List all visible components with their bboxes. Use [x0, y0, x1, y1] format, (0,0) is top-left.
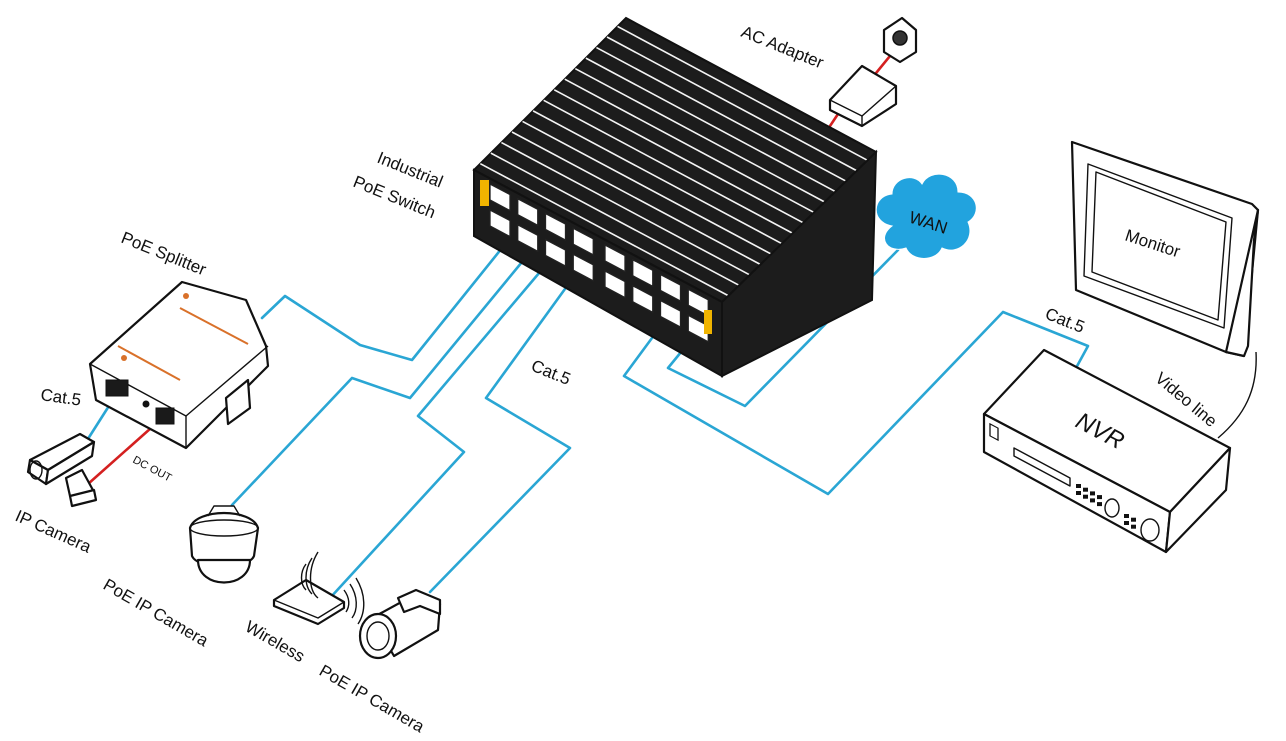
ac-adapter-label: AC Adapter — [739, 22, 827, 72]
rj45-port — [659, 273, 682, 303]
rj45-port — [544, 238, 567, 268]
rj45-port — [517, 223, 539, 253]
nvr-button — [1097, 502, 1102, 507]
switch-fin — [501, 141, 751, 276]
splitter-rj45-port — [105, 379, 129, 397]
rj45-port — [604, 243, 626, 273]
splitter-dc-jack — [142, 400, 150, 408]
cable-bullet-camera — [428, 280, 572, 594]
switch-fin — [479, 162, 729, 297]
ac-adapter-icon — [828, 64, 898, 128]
cat5-nvr-label: Cat.5 — [1043, 304, 1088, 337]
switch-fin — [585, 57, 836, 193]
switch-fin — [564, 78, 815, 214]
splitter-led — [183, 293, 189, 299]
poe-ip-camera-bullet-label: PoE IP Camera — [316, 661, 428, 737]
cables — [84, 40, 1257, 600]
industrial-poe-switch-icon — [472, 16, 878, 378]
nvr-button — [1076, 491, 1081, 495]
rj45-port — [489, 208, 511, 238]
switch-fin — [596, 46, 847, 182]
cable-wan — [666, 248, 900, 408]
rj45-port — [687, 314, 709, 343]
poe-splitter-icon — [88, 280, 270, 450]
rj45-port — [632, 284, 654, 314]
nvr-button — [1083, 487, 1088, 492]
splitter-led — [121, 355, 127, 361]
wireless-label: Wireless — [242, 617, 308, 666]
nvr-button — [1124, 514, 1129, 518]
splitter-accent-line — [117, 345, 181, 381]
switch-fin — [511, 131, 761, 266]
rj45-port — [517, 197, 539, 227]
nvr-button — [1131, 524, 1136, 529]
nvr-button — [1097, 495, 1102, 500]
switch-fin — [543, 99, 793, 234]
ip-camera-label: IP Camera — [12, 506, 94, 557]
splitter-dc-out-port — [155, 407, 175, 425]
cable-dome-camera — [230, 260, 524, 507]
wireless-access-point-icon — [272, 551, 365, 626]
rj45-port — [572, 253, 594, 282]
cable-dc-out — [86, 418, 162, 486]
nvr-button — [1076, 484, 1081, 488]
poe-ip-camera-dome-label: PoE IP Camera — [100, 575, 212, 651]
cloud-icon — [875, 173, 977, 259]
switch-fin — [553, 89, 804, 224]
switch-fins — [479, 25, 868, 297]
rj45-port — [632, 258, 654, 288]
rj45-port — [572, 227, 594, 256]
nvr-button — [1090, 491, 1095, 496]
poe-splitter-label: PoE Splitter — [119, 228, 210, 279]
nvr-button — [1131, 517, 1136, 522]
cable-video-line — [1217, 351, 1257, 439]
switch-brand-mark — [704, 310, 712, 334]
switch-fin — [617, 25, 868, 162]
cable-wireless — [328, 264, 547, 600]
nvr-recorder-icon — [982, 348, 1232, 554]
nvr-button — [1124, 521, 1129, 525]
nvr-buttons — [1076, 484, 1136, 529]
switch-fin — [574, 67, 826, 203]
switch-fin — [490, 152, 740, 287]
cable-splitter — [260, 246, 504, 362]
switch-fin — [532, 110, 783, 245]
cat5-camera-label: Cat.5 — [39, 385, 82, 409]
cat5-center-label: Cat.5 — [529, 356, 574, 389]
rj45-port — [604, 269, 626, 299]
wall-socket-icon — [882, 16, 918, 64]
nvr-button — [1083, 494, 1088, 499]
splitter-accent-line — [179, 307, 249, 345]
dome-camera-icon — [188, 505, 260, 584]
box-camera-icon — [26, 432, 98, 508]
nvr-button — [1090, 498, 1095, 503]
switch-fin — [522, 120, 772, 255]
cable-nvr — [622, 310, 1090, 496]
rj45-port — [659, 299, 682, 329]
rj45-port — [544, 212, 567, 242]
bullet-camera-icon — [358, 588, 442, 660]
switch-fin — [606, 36, 858, 172]
switch-ports — [489, 182, 709, 343]
rj45-port — [489, 182, 511, 212]
dc-out-label: DC OUT — [131, 454, 174, 485]
monitor-icon — [1070, 140, 1260, 358]
switch-brand-mark — [480, 180, 489, 206]
